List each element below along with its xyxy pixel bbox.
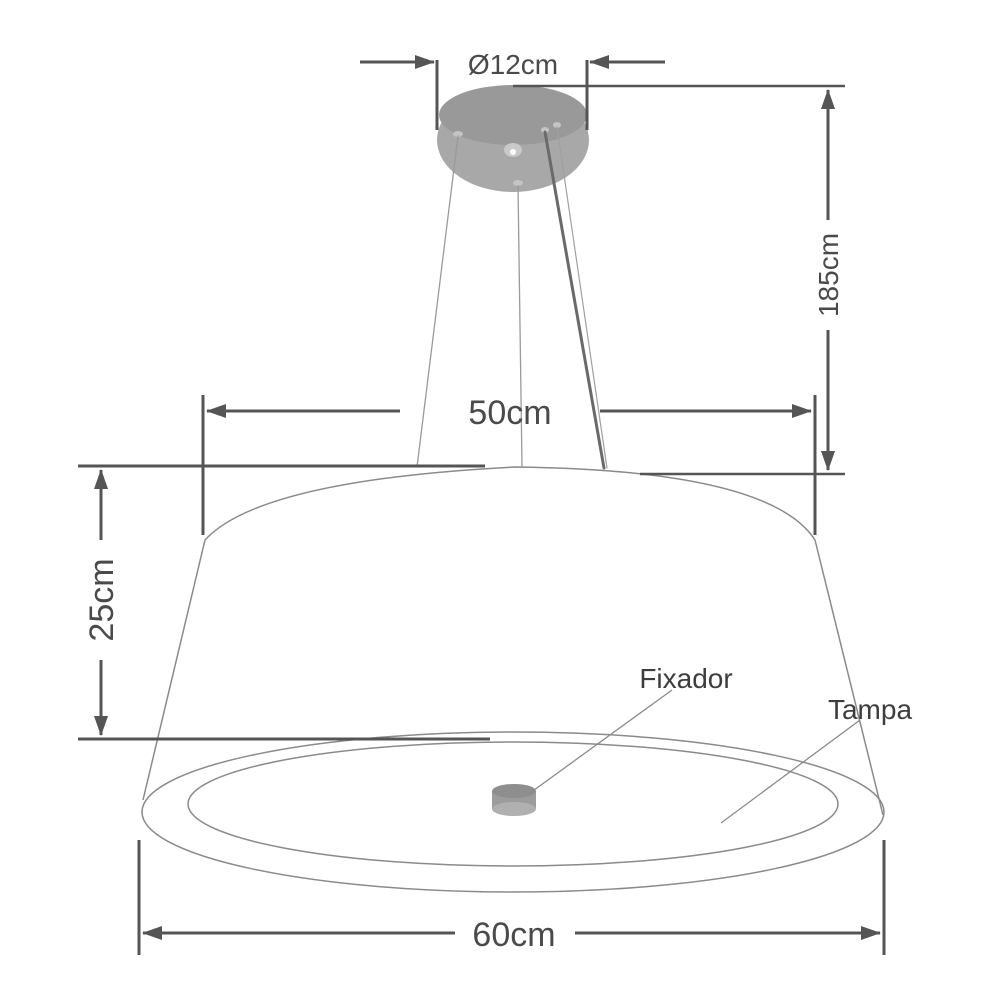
cable xyxy=(416,135,459,468)
shade-bottom-rim xyxy=(141,731,885,893)
dimension-bottom-diameter xyxy=(137,840,886,955)
fixador-label: Fixador xyxy=(639,663,732,694)
cable xyxy=(517,185,523,467)
fixador-part xyxy=(492,784,536,816)
canopy-screw xyxy=(541,127,549,133)
tampa-leader-line xyxy=(720,719,861,824)
suspension-cables xyxy=(416,126,608,470)
canopy-screw xyxy=(553,122,561,128)
canopy xyxy=(437,85,589,192)
bottom-diameter-label: 60cm xyxy=(472,916,555,954)
fixador-leader-line xyxy=(529,689,673,794)
fixador-bottom xyxy=(492,802,536,816)
top-diameter-label: 50cm xyxy=(468,394,551,432)
power-cord xyxy=(543,130,606,470)
shade-top-edge xyxy=(204,466,816,541)
tampa-cover xyxy=(187,741,839,867)
fixador-top xyxy=(492,784,536,798)
canopy-diameter-label: Ø12cm xyxy=(468,49,558,80)
suspension-height-label: 185cm xyxy=(813,233,844,317)
canopy-center-dot xyxy=(510,149,516,155)
shade-right-side xyxy=(814,539,884,816)
dimension-shade-height xyxy=(78,464,490,741)
canopy-top xyxy=(439,85,587,145)
shade-left-side xyxy=(142,539,206,801)
cable xyxy=(556,126,608,469)
tampa-label: Tampa xyxy=(828,694,912,725)
dimension-suspension-height xyxy=(513,84,845,476)
shade-height-label: 25cm xyxy=(83,558,121,641)
canopy-screw xyxy=(513,180,523,186)
canopy-screw xyxy=(453,131,463,137)
lamp-shade xyxy=(141,466,885,893)
dimension-canopy-diameter xyxy=(360,55,665,130)
